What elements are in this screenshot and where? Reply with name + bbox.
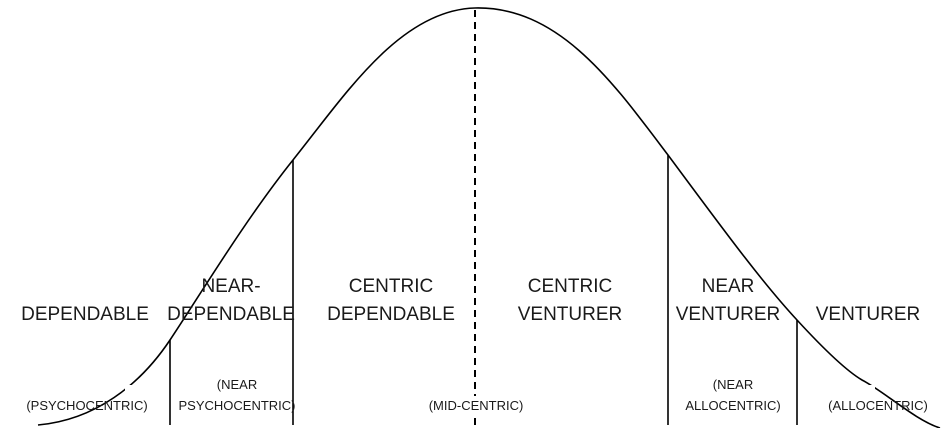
segment-centric-dependable: CENTRIC DEPENDABLE xyxy=(327,276,455,325)
segment-centric-dependable-name-line2: DEPENDABLE xyxy=(327,304,455,325)
segment-venturer: VENTURER (ALLOCENTRIC) xyxy=(816,304,928,413)
segment-dependable-name: DEPENDABLE xyxy=(21,304,149,325)
segment-centric-venturer: CENTRIC VENTURER (MID-CENTRIC) xyxy=(420,276,622,415)
segment-dependable: DEPENDABLE (PSYCHOCENTRIC) xyxy=(21,304,149,413)
segment-near-venturer-sub-line2: ALLOCENTRIC) xyxy=(685,398,780,413)
segment-near-venturer-name-line2: VENTURER xyxy=(676,304,781,325)
segment-mid-centric-sub: (MID-CENTRIC) xyxy=(429,398,524,413)
segment-near-dependable-sub-line2: PSYCHOCENTRIC) xyxy=(178,398,295,413)
segment-venturer-sub: (ALLOCENTRIC) xyxy=(828,398,928,413)
segment-near-venturer: NEAR VENTURER (NEAR ALLOCENTRIC) xyxy=(676,276,781,413)
bell-curve xyxy=(37,7,941,428)
segment-centric-venturer-name-line1: CENTRIC xyxy=(528,276,612,297)
segment-near-venturer-sub-line1: (NEAR xyxy=(713,377,753,392)
curve-gap-right-label xyxy=(815,385,875,415)
segment-near-dependable-sub-line1: (NEAR xyxy=(217,377,257,392)
segment-venturer-name: VENTURER xyxy=(816,304,921,325)
segment-centric-venturer-name-line2: VENTURER xyxy=(518,304,623,325)
segment-dependable-sub: (PSYCHOCENTRIC) xyxy=(26,398,147,413)
curve-gap-left-label xyxy=(125,385,165,415)
segment-near-dependable-name-line2: DEPENDABLE xyxy=(167,304,295,325)
segment-centric-dependable-name-line1: CENTRIC xyxy=(349,276,433,297)
segment-near-dependable: NEAR- DEPENDABLE (NEAR PSYCHOCENTRIC) xyxy=(167,276,295,413)
segment-near-dependable-name-line1: NEAR- xyxy=(201,276,260,297)
mid-centric-label-background xyxy=(420,396,530,415)
segment-near-venturer-name-line1: NEAR xyxy=(702,276,755,297)
